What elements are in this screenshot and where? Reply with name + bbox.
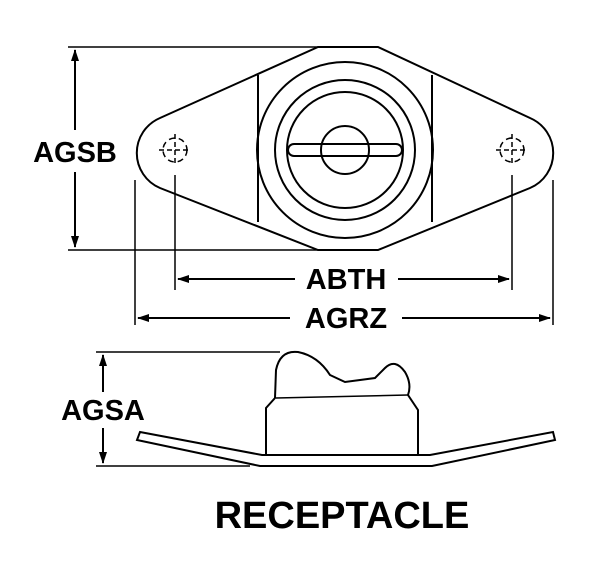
outer-ring [256,61,434,239]
dimension-agsa: AGSA [61,351,280,467]
label-agsb: AGSB [33,137,117,169]
dimension-agsb: AGSB [33,46,318,251]
flange-outline [135,46,555,251]
body-step [275,394,409,399]
label-abth: ABTH [306,264,387,296]
right-rivet-hole [496,134,528,166]
dimension-abth: ABTH [174,175,513,296]
middle-ring [274,79,416,221]
top-view [135,46,555,251]
label-agsa: AGSA [61,395,145,427]
label-agrz: AGRZ [305,303,387,335]
dimension-agrz: AGRZ [134,180,554,335]
diagram-title: RECEPTACLE [215,495,470,537]
inner-ring [286,91,404,209]
flange-profile [135,430,557,467]
left-rivet-hole [159,134,191,166]
cross-pin [287,143,403,157]
side-view [135,350,557,467]
stud-hole [320,125,370,175]
body-profile [265,350,419,455]
